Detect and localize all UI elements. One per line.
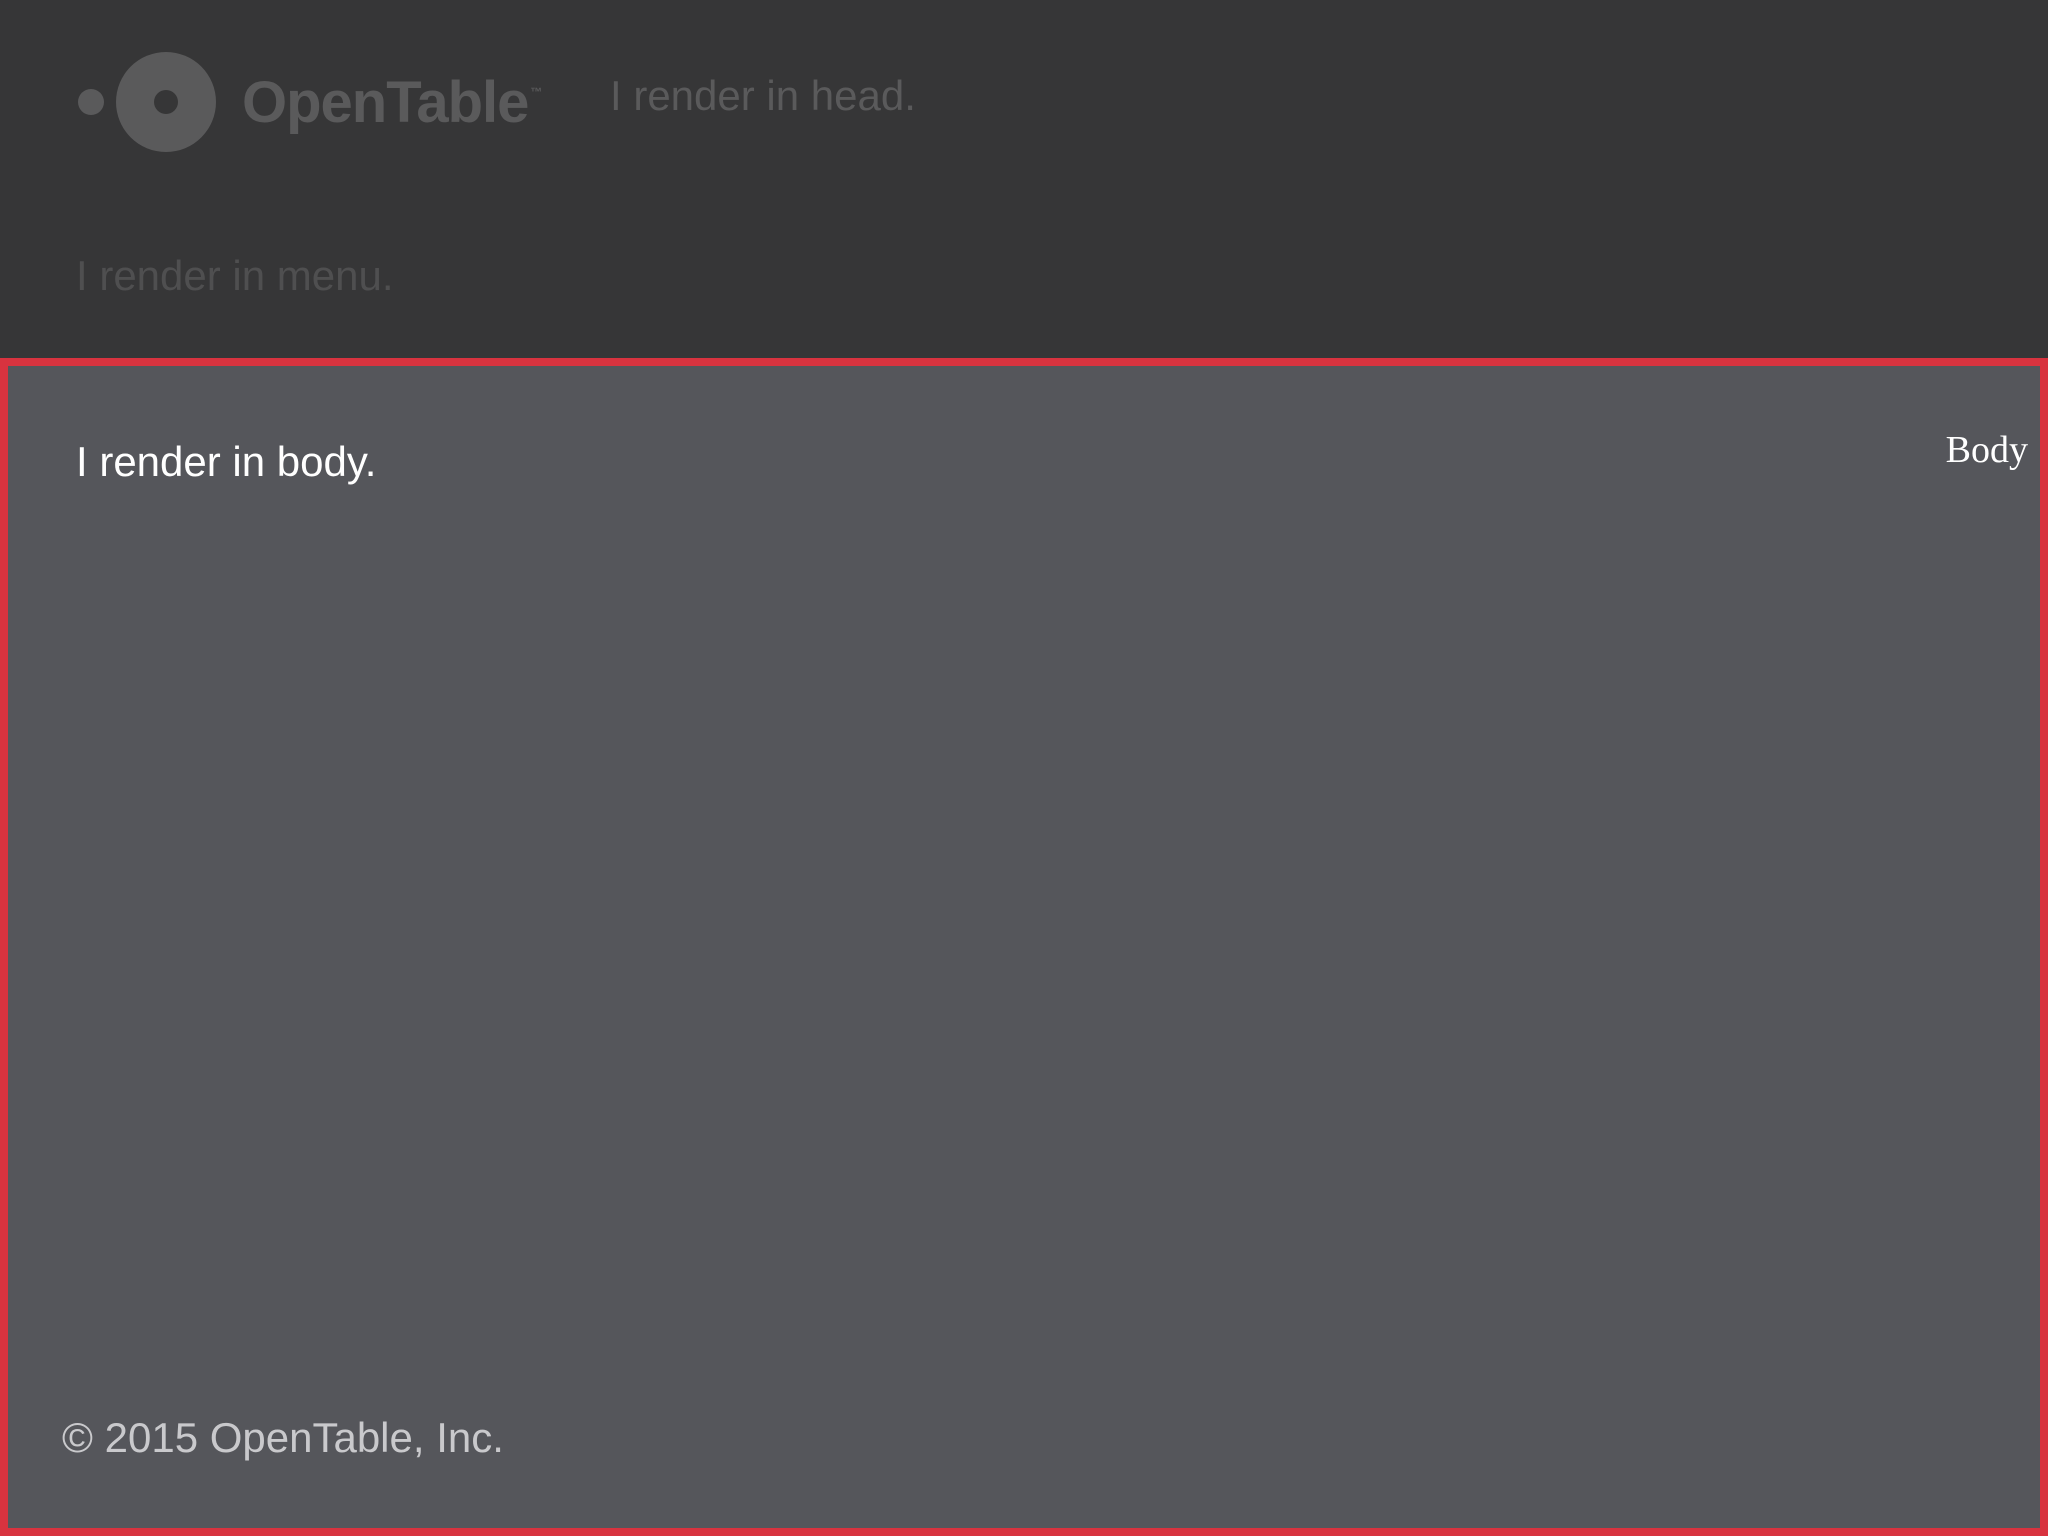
logo-dot-icon <box>78 89 104 115</box>
logo-trademark: ™ <box>530 84 542 99</box>
menu-placeholder-text: I render in menu. <box>76 252 394 299</box>
body-region-label: Body <box>1945 429 2028 471</box>
body-region: Body I render in body. © 2015 OpenTable,… <box>0 358 2048 1536</box>
copyright-footer: © 2015 OpenTable, Inc. <box>62 1414 504 1461</box>
logo-ring-icon <box>116 52 216 152</box>
head-placeholder-text: I render in head. <box>610 72 916 119</box>
body-placeholder-text: I render in body. <box>76 438 377 485</box>
